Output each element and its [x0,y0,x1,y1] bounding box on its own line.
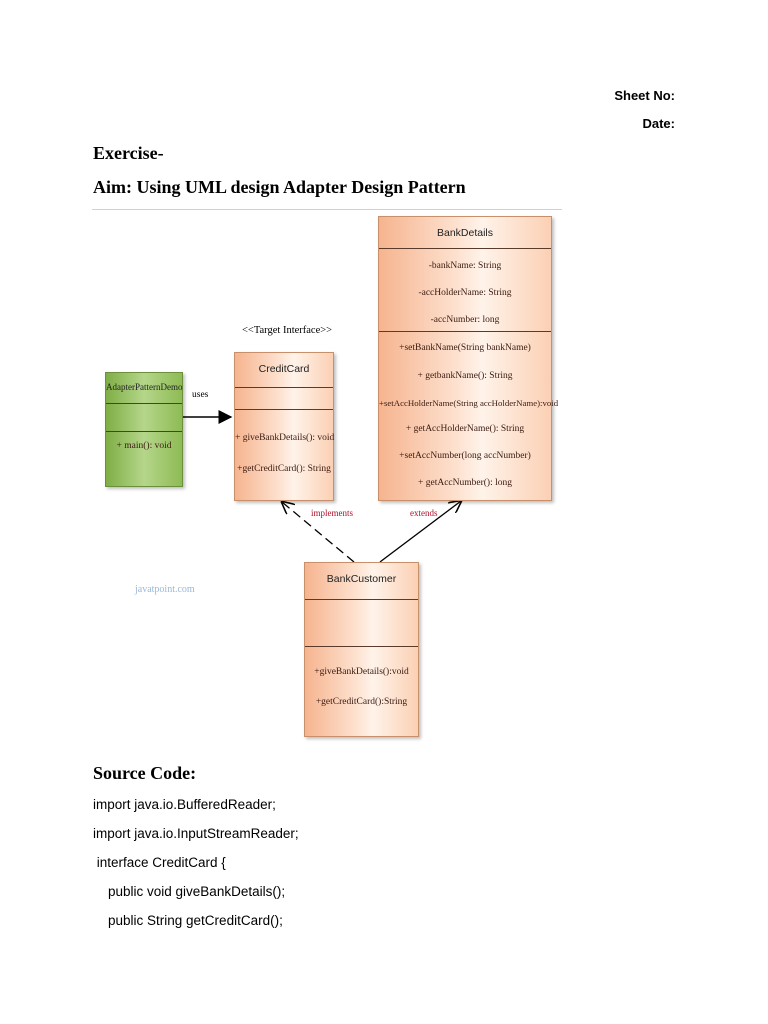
adapter-pattern-demo-title: AdapterPatternDemo [106,382,183,392]
code-line: import java.io.InputStreamReader; [93,826,299,841]
bank-details-method-1: +setBankName(String bankName) [399,343,531,353]
bank-details-attr-2: -accHolderName: String [418,288,512,298]
implements-arrow [282,502,355,563]
bank-details-attr-3: -accNumber: long [430,315,500,325]
credit-card-box: CreditCard + giveBankDetails(): void +ge… [234,352,334,501]
adapter-pattern-demo-box: AdapterPatternDemo + main(): void [105,372,183,487]
bank-details-method-6: + getAccNumber(): long [418,478,512,488]
javatpoint-watermark: javatpoint.com [135,584,195,595]
bank-customer-title: BankCustomer [326,573,397,585]
uml-diagram: <<Target Interface>> AdapterPatternDemo … [92,212,562,742]
bank-details-method-5: +setAccNumber(long accNumber) [399,451,531,461]
sheet-no-label: Sheet No: [614,88,675,103]
bank-details-method-3: +setAccHolderName(String accHolderName):… [379,398,559,408]
target-interface-stereotype: <<Target Interface>> [242,325,333,336]
uml-connectors [182,410,562,563]
credit-card-method-1: + giveBankDetails(): void [235,433,335,443]
implements-label: implements [311,508,353,518]
adapter-pattern-demo-method: + main(): void [116,441,172,451]
credit-card-title: CreditCard [258,363,310,375]
source-code-heading: Source Code: [93,763,197,783]
aim-heading: Aim: Using UML design Adapter Design Pat… [93,177,466,197]
bank-details-title: BankDetails [436,227,494,239]
bank-details-attr-1: -bankName: String [428,261,502,271]
code-line: interface CreditCard { [93,855,226,870]
extends-arrow [379,501,461,563]
bank-customer-box: BankCustomer +giveBankDetails():void +ge… [304,562,419,737]
credit-card-method-2: +getCreditCard(): String [237,464,331,474]
exercise-title: Exercise- [93,143,164,163]
extends-label: extends [410,508,438,518]
uses-label: uses [192,390,209,400]
bank-details-box: BankDetails -bankName: String -accHolder… [378,216,559,501]
bank-customer-method-2: +getCreditCard():String [315,697,408,707]
bank-customer-method-1: +giveBankDetails():void [314,667,409,677]
code-line: import java.io.BufferedReader; [93,797,276,812]
heading-divider [92,209,562,210]
code-line: public void giveBankDetails(); [93,884,286,899]
bank-details-method-2: + getbankName(): String [417,371,513,381]
code-line: public String getCreditCard(); [93,913,283,928]
bank-details-method-4: + getAccHolderName(): String [405,424,525,434]
date-label: Date: [642,116,675,131]
